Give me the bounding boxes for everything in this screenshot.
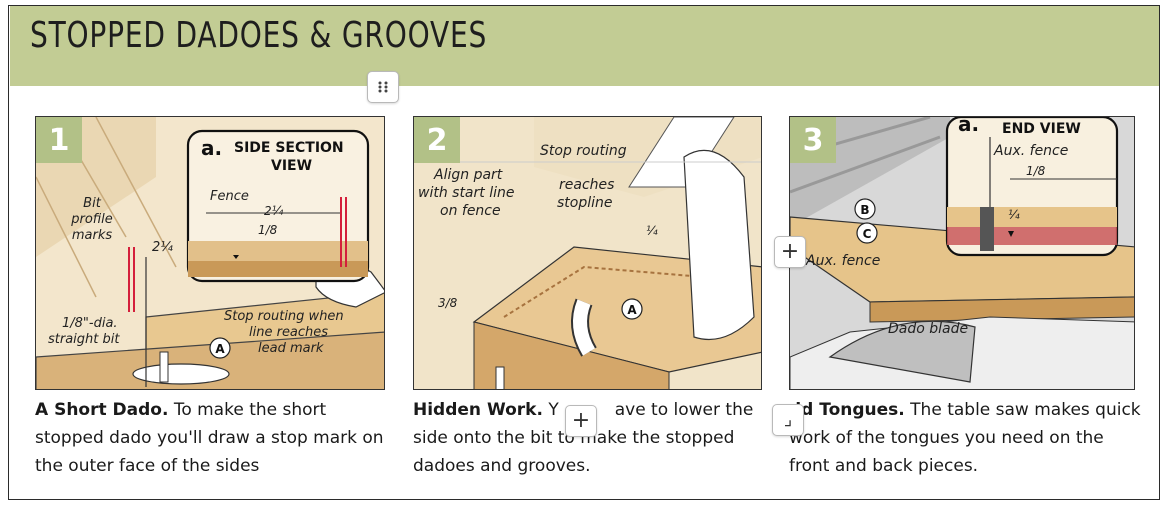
label-stop-3: stopline <box>557 195 613 211</box>
label-align-3: on fence <box>440 203 501 219</box>
label-bit-profile-1: Bit <box>83 196 102 211</box>
inset-title-line-1: SIDE SECTION <box>234 140 344 156</box>
step-number-badge: 2 <box>414 117 460 163</box>
figure-panel-3: 3 a. END VIEW Aux. fence 1/8 ¼ B C Aux. … <box>789 116 1135 390</box>
label-dim-1-4: ¼ <box>1008 208 1020 222</box>
label-dim-1-8: 1/8 <box>1026 164 1046 178</box>
caption-3: dd Tongues. The table saw makes quick wo… <box>789 396 1149 480</box>
label-aux-fence: Aux. fence <box>805 253 880 269</box>
caption-1-title: A Short Dado. <box>35 400 169 420</box>
inset-title-line-2: VIEW <box>271 158 312 174</box>
label-side-dim: 2¼ <box>152 240 173 255</box>
label-dim-2-1-4: 2¼ <box>264 204 284 218</box>
drag-grip-icon <box>378 81 388 93</box>
panel-2-labels: Align part with start line on fence Stop… <box>418 143 658 320</box>
caption-1: A Short Dado. To make the short stopped … <box>35 396 395 480</box>
label-aux-fence-inset: Aux. fence <box>993 143 1068 159</box>
part-label-a: A <box>627 303 637 317</box>
resize-button[interactable]: ⌟ <box>772 404 804 436</box>
label-fence: Fence <box>210 189 249 204</box>
caption-3-title: dd Tongues. <box>789 400 905 420</box>
caption-2-title: Hidden Work. <box>413 400 543 420</box>
caption-3-body: The table saw makes quick work of the to… <box>789 400 1141 476</box>
part-label-b: B <box>860 203 869 217</box>
label-bit-2: straight bit <box>48 332 120 347</box>
figure-panel-2: 2 Align part with start line on fence St… <box>413 116 762 390</box>
label-dim-1-8: 1/8 <box>258 223 278 237</box>
label-bit-1: 1/8"-dia. <box>62 316 118 331</box>
step-number-badge: 1 <box>36 117 82 163</box>
label-stop-2: line reaches <box>249 325 328 340</box>
label-three-eighths: 3/8 <box>438 296 458 310</box>
header-zigzag-edge <box>10 78 1159 86</box>
plus-icon: + <box>571 408 591 433</box>
drag-handle-button[interactable] <box>367 71 399 103</box>
part-label-c: C <box>863 227 872 241</box>
caption-2-body-b: ave to lower the side onto the bit to ma… <box>413 400 754 476</box>
label-stop-2: reaches <box>559 177 614 193</box>
label-bit-profile-2: profile <box>70 212 113 227</box>
add-button[interactable]: + <box>774 236 806 268</box>
label-align-2: with start line <box>418 185 514 201</box>
router-side-illustration <box>414 117 761 389</box>
caption-1-body: To make the short stopped dado you'll dr… <box>35 400 384 476</box>
plus-icon: + <box>780 239 800 264</box>
inset-letter: a. <box>958 117 979 136</box>
step-number-badge: 3 <box>790 117 836 163</box>
header-band <box>10 6 1159 86</box>
inset-title: END VIEW <box>1002 121 1081 137</box>
label-quarter: ¼ <box>646 224 658 238</box>
label-dado-blade: Dado blade <box>888 321 968 337</box>
panel-1-labels: a. SIDE SECTION VIEW Fence 2¼ 1/8 Bit pr… <box>48 136 344 359</box>
label-align-1: Align part <box>433 167 503 183</box>
inset-letter: a. <box>201 136 222 160</box>
figure-panel-1: 1 a. SIDE SECTION VIEW Fence 2¼ 1/8 Bit … <box>35 116 385 390</box>
router-table-illustration <box>36 117 384 389</box>
label-stop-1: Stop routing <box>540 143 627 159</box>
label-bit-profile-3: marks <box>72 228 113 243</box>
page-title: STOPPED DADOES & GROOVES <box>30 15 488 56</box>
part-label-a: A <box>215 342 225 356</box>
resize-corner-icon: ⌟ <box>783 409 793 430</box>
add-button[interactable]: + <box>565 405 597 437</box>
panel-3-labels: a. END VIEW Aux. fence 1/8 ¼ B C Aux. fe… <box>805 117 1081 337</box>
label-stop-1: Stop routing when <box>224 309 344 324</box>
caption-2-body-a: Y <box>542 400 559 420</box>
label-stop-3: lead mark <box>258 341 324 356</box>
